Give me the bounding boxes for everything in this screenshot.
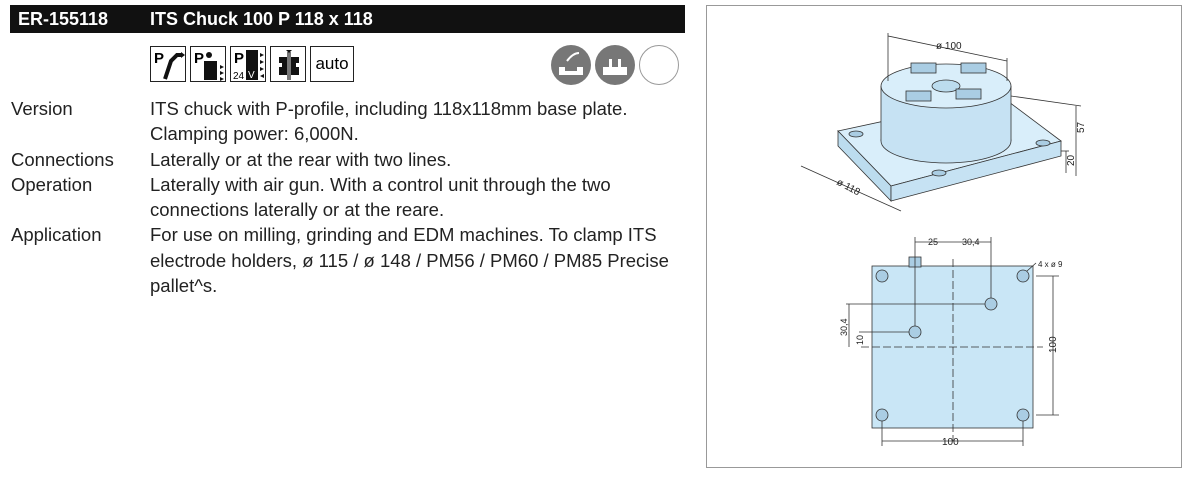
spec-label: Connections bbox=[11, 148, 114, 170]
spec-value: Laterally with air gun. With a control u… bbox=[150, 173, 611, 221]
dim-dia-base: ø 118 bbox=[835, 177, 862, 199]
clamping-section-icon bbox=[270, 46, 306, 82]
dim-width: 100 bbox=[942, 437, 959, 448]
spec-value: Laterally or at the rear with two lines. bbox=[150, 148, 452, 170]
svg-text:P: P bbox=[234, 50, 244, 67]
status-icons bbox=[551, 45, 679, 85]
spec-value: ITS chuck with P-profile, including 118x… bbox=[150, 98, 628, 145]
product-title: ITS Chuck 100 P 118 x 118 bbox=[150, 9, 373, 29]
spec-row-connections: Connections Laterally or at the rear with… bbox=[11, 147, 680, 172]
base-filled-icon bbox=[595, 45, 635, 85]
spec-label: Application bbox=[11, 224, 102, 246]
spec-row-version: Version ITS chuck with P-profile, includi… bbox=[11, 96, 680, 147]
svg-text:24: 24 bbox=[233, 71, 245, 82]
product-code: ER-155118 bbox=[18, 9, 109, 29]
dim-height-total: 57 bbox=[1076, 121, 1087, 133]
svg-text:P: P bbox=[194, 50, 204, 67]
dim-a: 25 bbox=[928, 237, 938, 247]
auto-icon: auto bbox=[310, 46, 354, 82]
plan-view bbox=[846, 237, 1059, 446]
dim-dia-top: ø 100 bbox=[936, 41, 962, 52]
isometric-view bbox=[800, 33, 1082, 212]
spec-list: Version ITS chuck with P-profile, includi… bbox=[11, 96, 680, 298]
spec-row-operation: Operation Laterally with air gun. With a … bbox=[11, 172, 680, 223]
technical-drawing-panel: ø 100 ø 118 57 20 25 30,4 4 x ø 9 30,4 1… bbox=[706, 5, 1182, 468]
empty-circle-icon bbox=[639, 45, 679, 85]
pneumatic-connection-icon: P bbox=[190, 46, 226, 82]
spec-row-application: Application For use on milling, grinding … bbox=[11, 222, 680, 298]
dim-b: 30,4 bbox=[962, 237, 980, 247]
product-header: ER-155118 ITS Chuck 100 P 118 x 118 bbox=[10, 5, 685, 33]
dim-height-base: 20 bbox=[1066, 154, 1077, 166]
turbo-filled-icon bbox=[551, 45, 591, 85]
dim-v2: 10 bbox=[855, 335, 865, 345]
pneumatic-air-gun-icon: P bbox=[150, 46, 186, 82]
spec-label: Operation bbox=[11, 173, 93, 195]
dim-v1: 30,4 bbox=[839, 318, 849, 336]
spec-value: For use on milling, grinding and EDM mac… bbox=[150, 224, 669, 297]
svg-text:P: P bbox=[154, 50, 164, 67]
svg-text:V: V bbox=[248, 70, 255, 81]
spec-label: Version bbox=[11, 98, 73, 119]
dim-height: 100 bbox=[1048, 336, 1059, 353]
technical-drawing: ø 100 ø 118 57 20 25 30,4 4 x ø 9 30,4 1… bbox=[800, 33, 1087, 448]
dim-holes: 4 x ø 9 bbox=[1038, 260, 1063, 269]
